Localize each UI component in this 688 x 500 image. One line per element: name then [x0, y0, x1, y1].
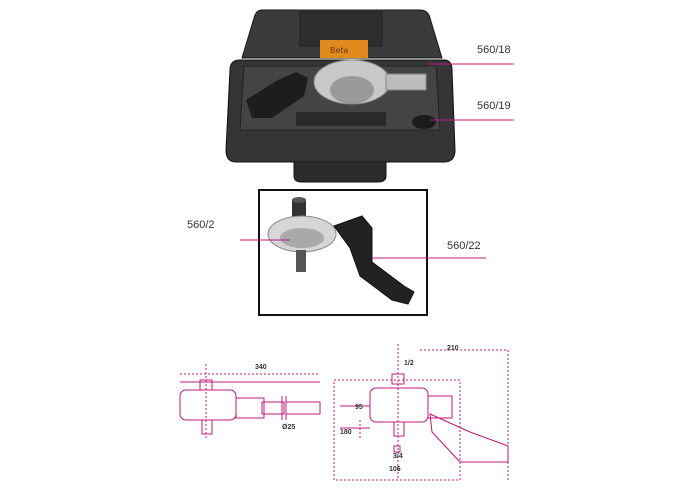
callout-case-socket: 560/19: [477, 100, 511, 112]
svg-text:Beta: Beta: [330, 46, 349, 55]
dim-height-body: 95: [355, 404, 363, 411]
dim-length-total: 340: [255, 364, 267, 371]
callout-case-insert: 560/18: [477, 44, 511, 56]
callout-reaction-arm: 560/22: [447, 240, 481, 252]
dim-width-total: 210: [447, 345, 459, 352]
dim-body-width: 106: [389, 466, 401, 473]
dim-arm-length: 180: [340, 429, 352, 436]
dim-diameter: Ø25: [282, 424, 296, 431]
dim-output-square: 3/4: [393, 453, 403, 460]
callout-multiplier: 560/2: [187, 219, 215, 231]
dim-input-square: 1/2: [404, 360, 414, 367]
